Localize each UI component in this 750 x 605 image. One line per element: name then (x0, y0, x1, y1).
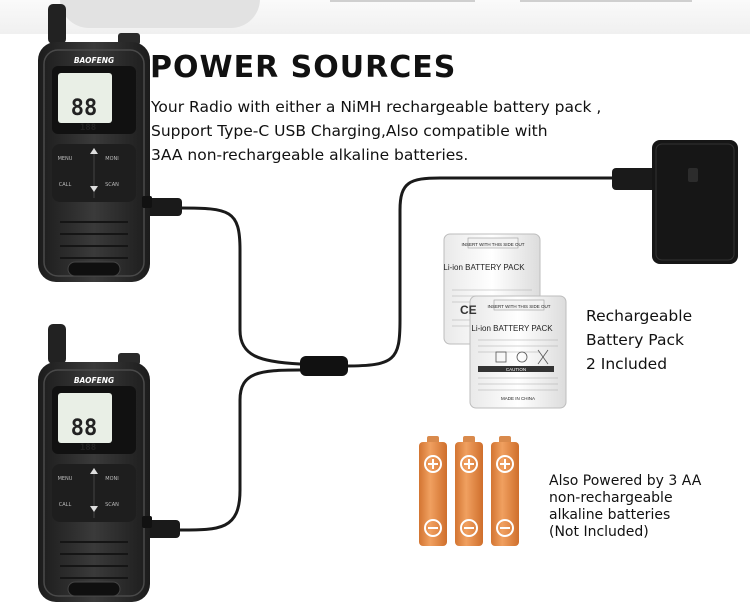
aa-caption-line-3: alkaline batteries (549, 507, 671, 523)
radio-display-small-bottom: 188 (80, 443, 96, 453)
radio-display-small-top: 188 (80, 123, 96, 133)
pack-back-ce: CE (460, 303, 477, 317)
description-line-3: 3AA non-rechargeable alkaline batteries. (151, 146, 469, 164)
aa-caption-line-1: Also Powered by 3 AA (549, 473, 702, 489)
power-adapter (652, 140, 738, 264)
pack-front-made-in: MADE IN CHINA (501, 396, 535, 401)
rechargeable-caption-line-3: 2 Included (586, 355, 668, 373)
pack-back-insert-label: INSERT WITH THIS SIDE OUT (461, 242, 524, 247)
radio-display-digits-bottom: 88 (71, 416, 98, 441)
radio-display-digits-top: 88 (71, 96, 98, 121)
radio-bottom (37, 323, 153, 603)
pack-front-insert-label: INSERT WITH THIS SIDE OUT (487, 304, 550, 309)
cable-splitter (300, 356, 348, 376)
aa-battery-2 (454, 435, 484, 547)
radio-button-scan-bottom: SCAN (105, 502, 119, 508)
page-title: POWER SOURCES (150, 50, 457, 85)
radio-brand-bottom: BAOFENG (74, 376, 114, 385)
radio-button-moni-top: MONI (105, 156, 118, 162)
pack-front-caution: CAUTION (506, 367, 526, 372)
description-line-1: Your Radio with either a NiMH rechargeab… (151, 98, 602, 116)
usb-a-plug (612, 168, 656, 190)
radio-button-menu-bottom: MENU (58, 476, 73, 482)
radio-button-scan-top: SCAN (105, 182, 119, 188)
radio-top (37, 3, 153, 283)
rechargeable-caption-line-2: Battery Pack (586, 331, 684, 349)
radio-button-menu-top: MENU (58, 156, 73, 162)
battery-pack-front (469, 295, 567, 409)
top-divider-right (520, 0, 692, 2)
aa-caption-line-4: (Not Included) (549, 524, 649, 540)
radio-button-call-top: CALL (59, 182, 72, 188)
rechargeable-caption-line-1: Rechargeable (586, 307, 693, 325)
top-divider-left (330, 0, 475, 2)
pack-front-name: Li-ion BATTERY PACK (471, 324, 553, 333)
page-description: Your Radio with either a NiMH rechargeab… (151, 95, 711, 167)
top-cropped-object (60, 0, 260, 28)
pack-back-name: Li-ion BATTERY PACK (443, 263, 525, 272)
aa-battery-1 (418, 435, 448, 547)
top-image-strip (0, 0, 750, 34)
rechargeable-caption: Rechargeable Battery Pack 2 Included (586, 304, 692, 376)
radio-brand-top: BAOFENG (74, 56, 114, 65)
aa-battery-3 (490, 435, 520, 547)
description-line-2: Support Type-C USB Charging,Also compati… (151, 122, 548, 140)
aa-caption-line-2: non-rechargeable (549, 490, 673, 506)
radio-button-moni-bottom: MONI (105, 476, 118, 482)
usb-cables (178, 176, 622, 532)
aa-caption: Also Powered by 3 AA non-rechargeable al… (549, 473, 701, 541)
radio-button-call-bottom: CALL (59, 502, 72, 508)
